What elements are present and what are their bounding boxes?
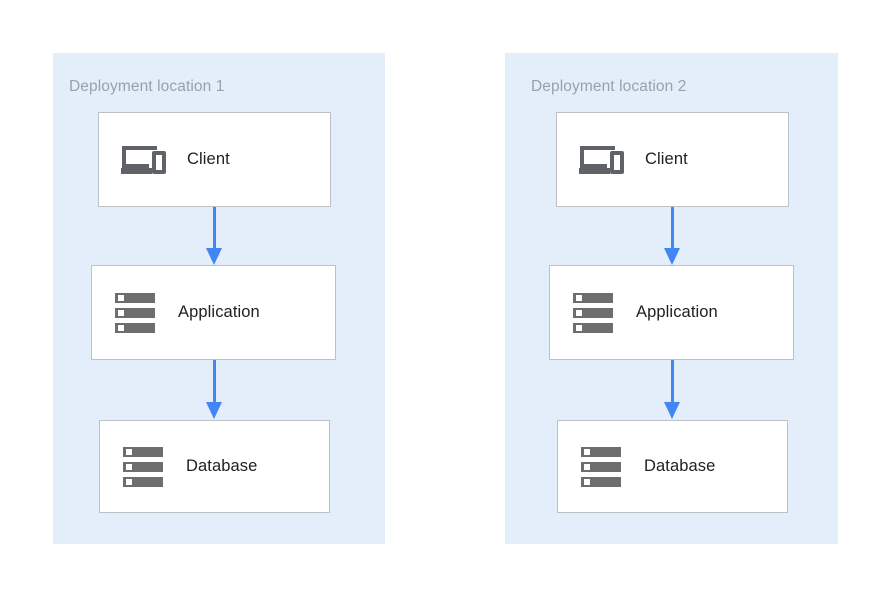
node-application-location-2[interactable]: Application <box>549 265 794 360</box>
node-client-location-2[interactable]: Client <box>556 112 789 207</box>
devices-icon <box>579 140 625 180</box>
server-icon <box>572 292 616 334</box>
arrow-application-to-database-location-2 <box>664 360 680 420</box>
storage-icon <box>580 446 624 488</box>
server-icon <box>114 292 158 334</box>
node-database-label-location-1: Database <box>186 457 258 475</box>
node-database-location-2[interactable]: Database <box>557 420 788 513</box>
node-application-label-location-1: Application <box>178 303 260 321</box>
arrow-client-to-application-location-1 <box>206 207 222 265</box>
deployment-location-2-title: Deployment location 2 <box>531 78 687 95</box>
node-client-location-1[interactable]: Client <box>98 112 331 207</box>
storage-icon <box>122 446 166 488</box>
node-database-label-location-2: Database <box>644 457 716 475</box>
node-client-label-location-2: Client <box>645 150 688 168</box>
arrow-application-to-database-location-1 <box>206 360 222 420</box>
node-client-label-location-1: Client <box>187 150 230 168</box>
deployment-location-1-title: Deployment location 1 <box>69 78 225 95</box>
arrow-client-to-application-location-2 <box>664 207 680 265</box>
node-application-location-1[interactable]: Application <box>91 265 336 360</box>
devices-icon <box>121 140 167 180</box>
node-application-label-location-2: Application <box>636 303 718 321</box>
node-database-location-1[interactable]: Database <box>99 420 330 513</box>
